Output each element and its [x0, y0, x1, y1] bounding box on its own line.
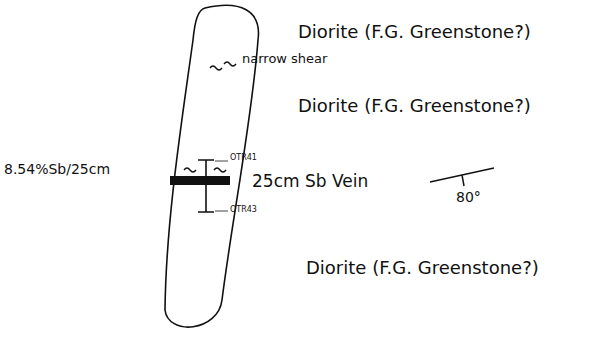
- narrow-shear-marks: [210, 62, 236, 70]
- sample-number: OTR43: [230, 206, 257, 215]
- sample-interval-bar: [198, 160, 214, 212]
- sample-leader: [215, 161, 228, 211]
- rock-label: Diorite (F.G. Greenstone?): [306, 258, 539, 278]
- antimony-vein: [170, 176, 230, 185]
- rock-label: Diorite (F.G. Greenstone?): [298, 96, 531, 116]
- dip-value: 80°: [456, 190, 481, 205]
- sample-number: OTR41: [230, 154, 257, 163]
- assay-value: 8.54%Sb/25cm: [4, 162, 110, 177]
- vein-label: 25cm Sb Vein: [252, 172, 368, 191]
- rock-label: Diorite (F.G. Greenstone?): [298, 22, 531, 42]
- structure-note: narrow shear: [242, 52, 327, 66]
- vein-shear-marks: [184, 168, 226, 172]
- strike-dip-symbol: [430, 168, 494, 186]
